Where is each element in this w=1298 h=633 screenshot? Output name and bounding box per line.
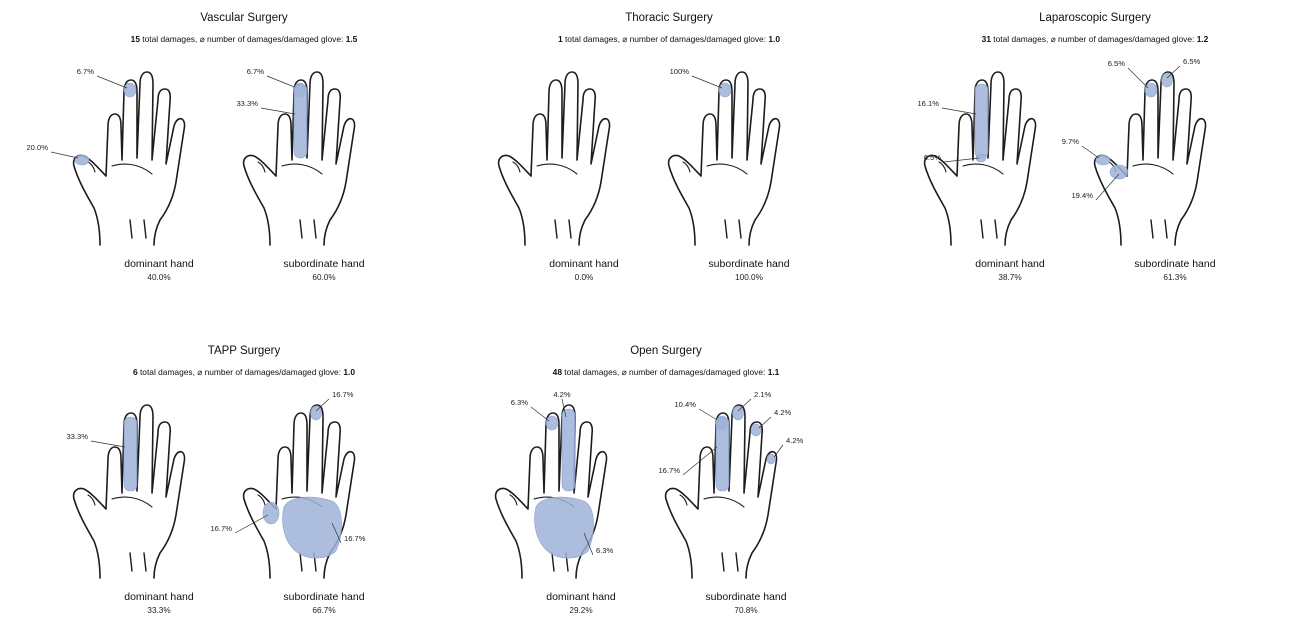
subordinate-hand-label: subordinate hand xyxy=(249,258,399,270)
dominant-hand-percentage: 0.0% xyxy=(509,273,659,282)
damage-percentage-label: 16.7% xyxy=(332,390,354,399)
dominant-hand-percentage: 29.2% xyxy=(506,606,656,615)
leader-line xyxy=(51,152,78,158)
subordinate-hand-percentage: 60.0% xyxy=(249,273,399,282)
leader-line xyxy=(1128,68,1148,88)
dominant-hand-label: dominant hand xyxy=(506,591,656,603)
damage-area-thumb-tip xyxy=(75,155,89,165)
damage-percentage-label: 6.3% xyxy=(511,398,529,407)
damage-area-index-full xyxy=(294,84,307,158)
leader-line xyxy=(531,407,549,421)
leader-line xyxy=(97,76,127,88)
damage-percentage-label: 6.5% xyxy=(1108,59,1126,68)
hand-drawing: 6.7% 20.0% xyxy=(26,67,184,245)
damage-percentage-label: 4.2% xyxy=(786,436,804,445)
damage-percentage-label: 33.3% xyxy=(236,99,258,108)
dominant-hand-percentage: 40.0% xyxy=(84,273,234,282)
damage-area-thumb-base xyxy=(263,502,279,524)
hand-drawing: 100% xyxy=(669,67,780,245)
damage-percentage-label: 6.5% xyxy=(924,153,942,162)
damage-area-index-full xyxy=(124,417,137,491)
hand-drawing xyxy=(499,72,610,245)
dominant-hand-label: dominant hand xyxy=(935,258,1085,270)
damage-percentage-label: 16.1% xyxy=(917,99,939,108)
damage-area-thumb-mid xyxy=(1110,165,1128,179)
damage-area-ring-tip xyxy=(751,424,761,436)
damage-percentage-label: 16.7% xyxy=(344,534,366,543)
damage-percentage-label: 9.7% xyxy=(1062,137,1080,146)
leader-line xyxy=(267,76,297,88)
damage-percentage-label: 16.7% xyxy=(210,524,232,533)
damage-percentage-label: 6.7% xyxy=(77,67,95,76)
subordinate-hand-percentage: 61.3% xyxy=(1100,273,1250,282)
hand-drawing: 6.5% 6.5% 9.7% 19.4% xyxy=(1062,57,1206,245)
damage-area-pinky-tip xyxy=(767,454,775,464)
subordinate-hand-percentage: 100.0% xyxy=(674,273,824,282)
damage-area-index-tip xyxy=(124,83,136,97)
damage-area-thumb-tip xyxy=(1096,155,1110,165)
damage-area-index-full xyxy=(975,84,988,158)
damage-percentage-label: 10.4% xyxy=(674,400,696,409)
hand-outline xyxy=(1095,72,1206,245)
dominant-hand-label: dominant hand xyxy=(84,591,234,603)
subordinate-hand-label: subordinate hand xyxy=(671,591,821,603)
hands-illustration: 6.7%20.0%6.7%33.3% xyxy=(44,10,444,250)
subordinate-hand-label: subordinate hand xyxy=(249,591,399,603)
leader-line xyxy=(692,76,722,88)
leader-line xyxy=(759,417,771,428)
leader-line xyxy=(774,445,783,457)
damage-percentage-label: 6.7% xyxy=(247,67,265,76)
damage-percentage-label: 4.2% xyxy=(774,408,792,417)
leader-line xyxy=(1082,146,1099,158)
damage-percentage-label: 100% xyxy=(670,67,690,76)
damage-area-index-full xyxy=(716,417,729,491)
dominant-hand-percentage: 33.3% xyxy=(84,606,234,615)
hand-drawing: 10.4%2.1%4.2%4.2%16.7% xyxy=(658,390,803,578)
damage-area-middle-tip xyxy=(733,406,744,420)
damage-percentage-label: 33.3% xyxy=(66,432,88,441)
leader-line xyxy=(942,108,976,114)
damage-area-index-tip xyxy=(719,83,731,97)
damage-percentage-label: 6.3% xyxy=(596,546,614,555)
subordinate-hand-percentage: 66.7% xyxy=(249,606,399,615)
hands-illustration: 6.3%4.2%6.3%10.4%2.1%4.2%4.2%16.7% xyxy=(466,343,866,583)
hand-drawing: 33.3% xyxy=(66,405,184,578)
hand-drawing: 16.7% 16.7% 16.7% xyxy=(210,390,365,578)
damage-percentage-label: 19.4% xyxy=(1071,191,1093,200)
dominant-hand-label: dominant hand xyxy=(509,258,659,270)
damage-percentage-label: 4.2% xyxy=(553,390,571,399)
damage-area-index-tip xyxy=(1145,83,1157,97)
damage-area-index-tip xyxy=(546,416,558,430)
damage-area-middle-tip xyxy=(1162,73,1173,87)
hand-outline xyxy=(669,72,780,245)
subordinate-hand-label: subordinate hand xyxy=(1100,258,1250,270)
hand-drawing: 6.3% 4.2% 6.3% xyxy=(496,390,614,578)
hands-illustration: 33.3% 16.7% 16.7% 16.7% xyxy=(44,343,444,583)
subordinate-hand-label: subordinate hand xyxy=(674,258,824,270)
hand-drawing: 6.7% 33.3% xyxy=(236,67,354,245)
hands-illustration: 100% xyxy=(469,10,869,250)
leader-line xyxy=(699,409,719,421)
hands-illustration: 16.1% 6.5% 6.5% 6.5% 9.7% 19.4% xyxy=(895,10,1295,250)
dominant-hand-label: dominant hand xyxy=(84,258,234,270)
damage-area-middle-full xyxy=(562,409,575,491)
hand-drawing: 16.1% 6.5% xyxy=(917,72,1035,245)
hand-outline xyxy=(499,72,610,245)
damage-area-middle-tip xyxy=(311,406,322,420)
leader-line xyxy=(261,108,295,114)
damage-percentage-label: 6.5% xyxy=(1183,57,1201,66)
damage-percentage-label: 20.0% xyxy=(26,143,48,152)
subordinate-hand-percentage: 70.8% xyxy=(671,606,821,615)
damage-percentage-label: 2.1% xyxy=(754,390,772,399)
leader-line xyxy=(91,441,125,447)
dominant-hand-percentage: 38.7% xyxy=(935,273,1085,282)
damage-percentage-label: 16.7% xyxy=(658,466,680,475)
hand-outline xyxy=(74,72,185,245)
